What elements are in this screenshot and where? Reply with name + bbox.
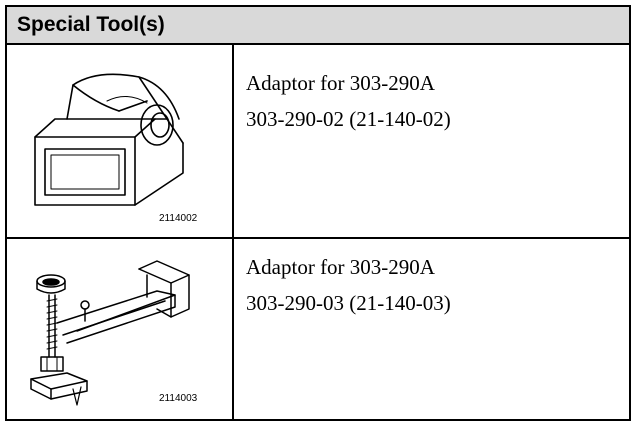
tool-description-cell: Adaptor for 303-290A 303-290-02 (21-140-… (234, 45, 629, 237)
tool-illustration-cell: 2114003 (7, 239, 234, 419)
tool-illustration-cell: 2114002 (7, 45, 234, 237)
figure-code: 2114002 (159, 213, 198, 224)
tool-part-number: 303-290-03 (21-140-03) (246, 291, 451, 315)
tool-name: Adaptor for 303-290A (246, 71, 435, 95)
adaptor-clamp-illustration (30, 260, 190, 406)
adaptor-block-illustration (34, 73, 184, 206)
figure-code: 2114003 (159, 393, 198, 404)
tool-part-number: 303-290-02 (21-140-02) (246, 107, 451, 131)
tool-name: Adaptor for 303-290A (246, 255, 435, 279)
table-title: Special Tool(s) (17, 13, 165, 36)
table-row: 2114002 Adaptor for 303-290A 303-290-02 … (7, 45, 629, 239)
special-tools-table: Special Tool(s) (5, 5, 631, 421)
tool-description-cell: Adaptor for 303-290A 303-290-03 (21-140-… (234, 239, 629, 419)
table-header: Special Tool(s) (7, 7, 629, 45)
table-row: 2114003 Adaptor for 303-290A 303-290-03 … (7, 239, 629, 419)
